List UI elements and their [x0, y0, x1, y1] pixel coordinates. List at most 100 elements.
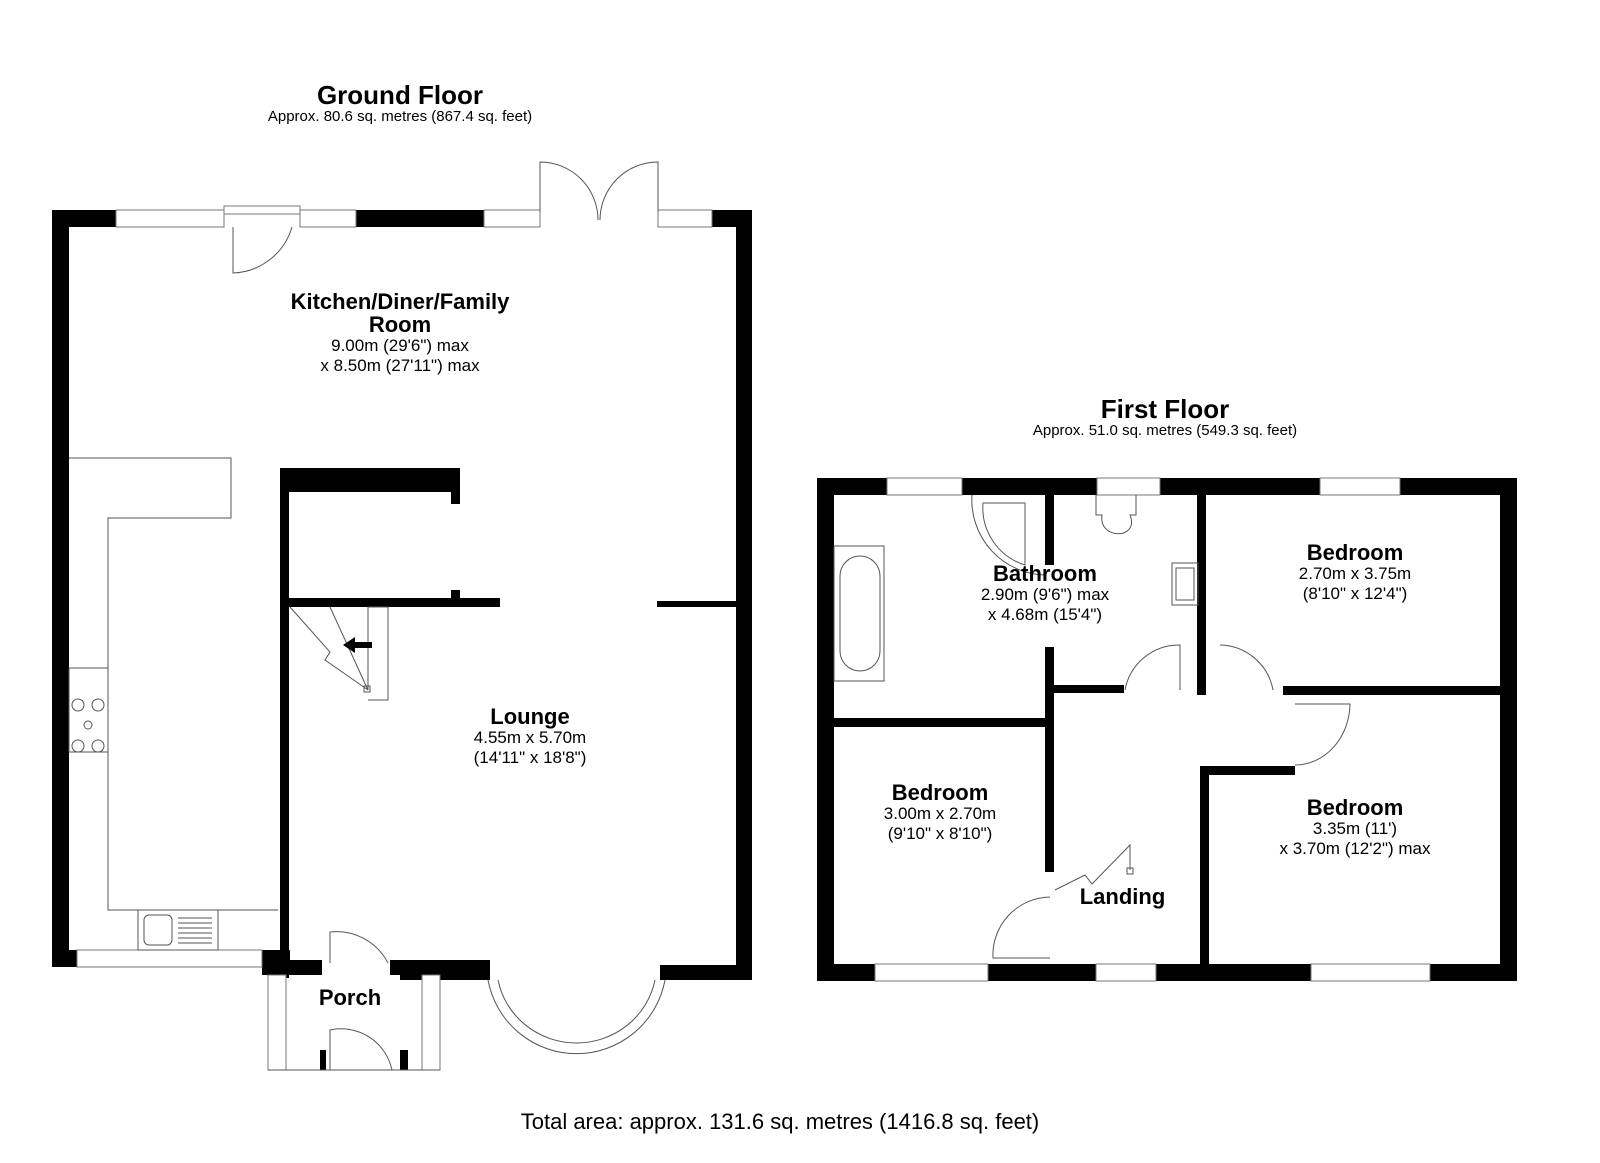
floor-area: Approx. 51.0 sq. metres (549.3 sq. feet) [1032, 422, 1298, 440]
wall [657, 601, 738, 607]
hob-ring [91, 698, 105, 712]
door-swing [232, 226, 293, 274]
wall [1200, 766, 1209, 966]
hob-ring [91, 739, 105, 753]
wall [52, 950, 77, 967]
room-dimension: 3.35m (11') [1312, 819, 1398, 839]
staircase [1054, 843, 1134, 891]
floor-title: Ground Floor [316, 80, 484, 110]
toilet [1095, 495, 1137, 535]
door-swing [1294, 703, 1351, 766]
wall [817, 478, 834, 981]
room-name: Landing [1079, 884, 1166, 909]
wall [451, 468, 460, 504]
room-name: Bedroom [1306, 795, 1404, 820]
wall [451, 590, 460, 600]
wall [280, 598, 500, 607]
wall [1500, 478, 1517, 981]
room-dimension: x 3.70m (12'2") max [1279, 838, 1431, 858]
room-label-bedroom-1: Bedroom 2.70m x 3.75m (8'10" x 12'4") [1260, 541, 1450, 603]
wall [356, 210, 484, 227]
room-label-porch: Porch [300, 986, 400, 1009]
wall [1045, 647, 1054, 872]
door-swing [992, 896, 1051, 959]
wall [52, 210, 69, 967]
wall [660, 965, 752, 980]
room-label-lounge: Lounge 4.55m x 5.70m (14'11" x 18'8") [410, 705, 650, 767]
sink-drainer [178, 917, 212, 944]
window [483, 209, 541, 228]
wall [52, 210, 116, 227]
wall [1156, 964, 1311, 981]
wall [400, 960, 490, 980]
wash-basin [1171, 562, 1199, 606]
sink-unit [137, 909, 219, 951]
shower-tray [971, 494, 1046, 576]
wall [280, 468, 289, 978]
first-floor-heading: First Floor Approx. 51.0 sq. metres (549… [1000, 394, 1330, 440]
room-dimension: (14'11" x 18'8") [473, 747, 587, 767]
room-dimension: 3.00m x 2.70m [883, 804, 997, 824]
first-floor-plan [817, 477, 1517, 982]
porch-front-door [329, 1028, 393, 1071]
window [1096, 477, 1161, 496]
wall [1400, 478, 1517, 495]
room-label-landing: Landing [1070, 885, 1175, 908]
wall [962, 478, 1097, 495]
wall [320, 1050, 326, 1070]
room-name: Kitchen/Diner/Family [290, 289, 510, 314]
bathtub-basin [839, 555, 881, 672]
wall [1283, 686, 1500, 695]
hob-ring [83, 720, 93, 730]
wall [817, 964, 875, 981]
floor-title: First Floor [1100, 394, 1230, 424]
room-dimension: (9'10" x 8'10") [887, 823, 993, 843]
ground-floor-heading: Ground Floor Approx. 80.6 sq. metres (86… [220, 80, 580, 125]
window [267, 974, 287, 1071]
french-door [599, 161, 659, 221]
bathtub [833, 545, 885, 682]
hob [68, 667, 109, 753]
bay-window [497, 979, 656, 1044]
hob-ring [71, 739, 85, 753]
window [115, 209, 225, 228]
wall [400, 1050, 408, 1070]
window [76, 949, 263, 968]
wall [817, 478, 887, 495]
window [1319, 477, 1401, 496]
room-name: Porch [318, 985, 382, 1010]
room-label-kitchen: Kitchen/Diner/Family Room 9.00m (29'6") … [250, 290, 550, 375]
wall [1200, 766, 1295, 775]
kitchen-worktop [69, 457, 278, 911]
room-name: Bedroom [891, 780, 989, 805]
window [874, 963, 989, 982]
wall [1045, 490, 1054, 565]
room-label-bedroom-2: Bedroom 3.00m x 2.70m (9'10" x 8'10") [845, 781, 1035, 843]
room-dimension: x 8.50m (27'11") max [320, 355, 480, 375]
wall [834, 718, 1048, 727]
wall [1054, 685, 1124, 693]
wall [280, 468, 460, 492]
wash-basin-bowl [1175, 567, 1195, 601]
french-door [539, 161, 599, 221]
window [1095, 963, 1157, 982]
room-name: Bedroom [1306, 540, 1404, 565]
window [299, 209, 357, 228]
wall [1160, 478, 1320, 495]
wall [1430, 964, 1517, 981]
hob-ring [71, 698, 85, 712]
staircase [289, 606, 389, 701]
total-area: Total area: approx. 131.6 sq. metres (14… [520, 1109, 1040, 1134]
room-dimension: x 4.68m (15'4") [987, 604, 1103, 624]
window [886, 477, 963, 496]
window [1310, 963, 1431, 982]
sink-bowl [143, 914, 173, 946]
room-dimension: (8'10" x 12'4") [1302, 583, 1408, 603]
room-dimension: 9.00m (29'6") max [331, 336, 469, 356]
ground-floor-plan [52, 161, 752, 1071]
room-label-bedroom-3: Bedroom 3.35m (11') x 3.70m (12'2") max [1250, 796, 1460, 858]
wall [988, 964, 1096, 981]
window [223, 205, 301, 215]
stairs-arrow-icon [343, 637, 372, 653]
